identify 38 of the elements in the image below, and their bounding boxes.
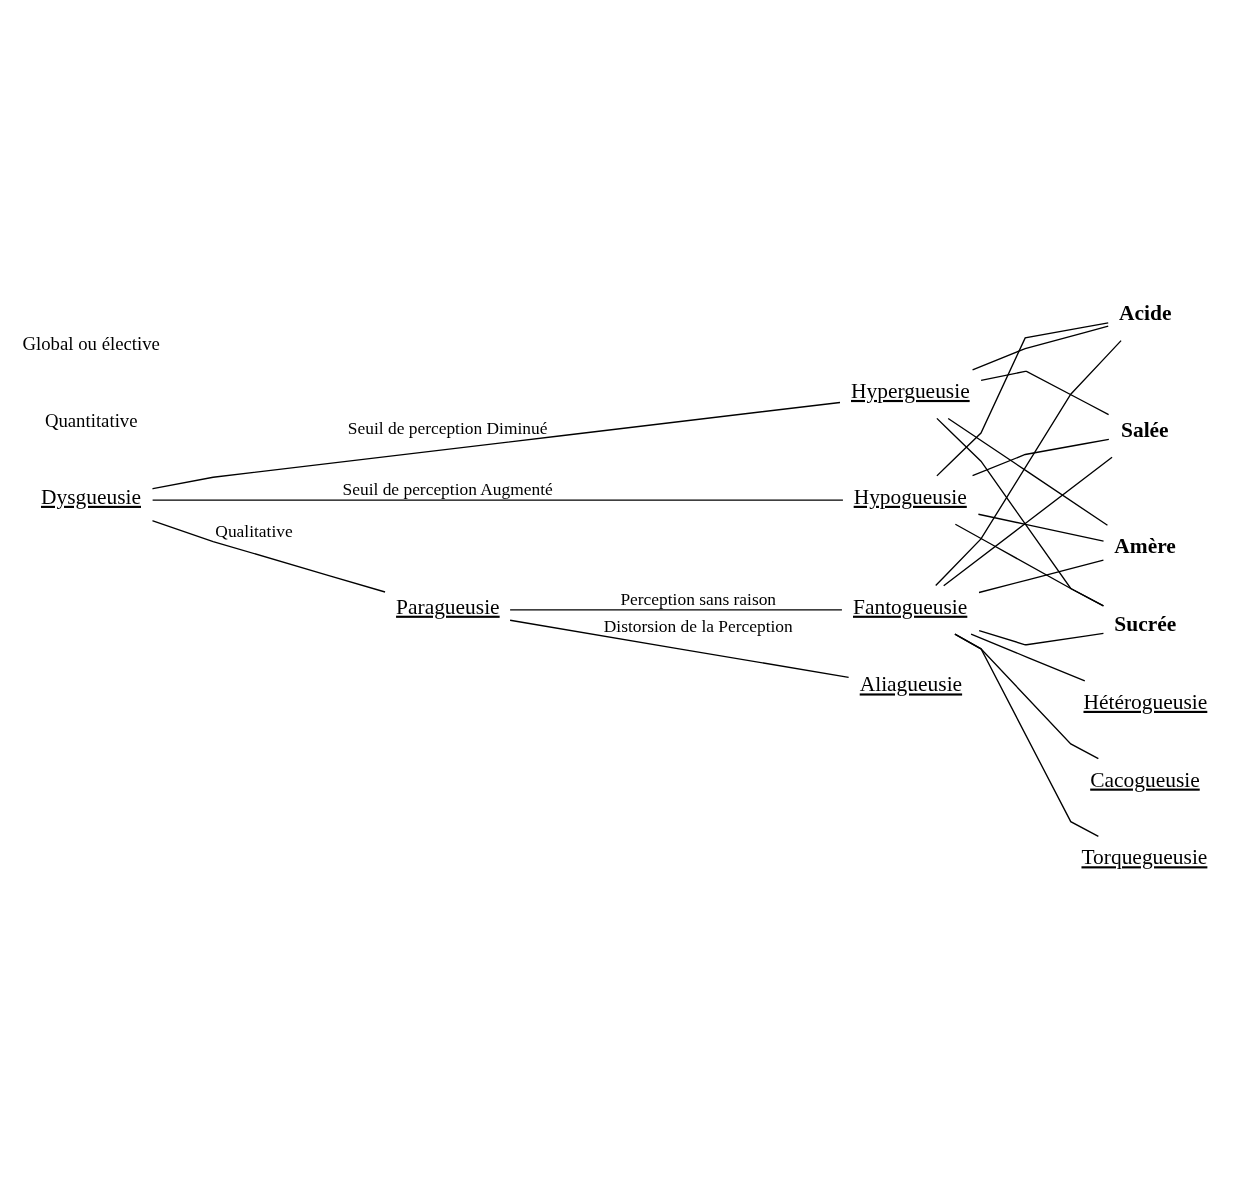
node-text: Torquegueusie: [1081, 845, 1208, 870]
connector: [936, 417, 1105, 607]
connector: [509, 609, 843, 611]
node-text: Hypergueusie: [851, 378, 970, 403]
connector: [947, 417, 1109, 526]
connector: [977, 513, 1105, 542]
edge-label: Perception sans raison: [620, 589, 777, 610]
edge-label: Seuil de perception Augmenté: [342, 479, 553, 500]
edge-label: Qualitative: [215, 520, 293, 541]
node-text: Fantogueusie: [853, 594, 968, 619]
connector: [151, 401, 841, 490]
connector: [935, 339, 1122, 587]
label: Quantitative: [44, 410, 138, 432]
edge-label: Seuil de perception Diminué: [347, 417, 548, 438]
connector: [151, 499, 844, 501]
node-text: Hypogueusie: [853, 484, 967, 509]
connector: [954, 633, 1100, 837]
connector: [971, 325, 1109, 371]
node-text: Aliagueusie: [859, 672, 963, 697]
connector: [970, 633, 1086, 682]
node-text: Salée: [1121, 417, 1169, 442]
node-text: Cacogueusie: [1090, 767, 1200, 792]
node-text: Amère: [1114, 534, 1176, 559]
edge-label: Distorsion de la Perception: [603, 615, 793, 636]
connector: [943, 456, 1113, 587]
connector: [978, 559, 1105, 594]
connector: [509, 619, 850, 679]
node-text: Dysgueusie: [40, 484, 141, 509]
connector: [980, 370, 1110, 416]
node-text: Acide: [1119, 301, 1172, 326]
node-text: Paragueusie: [396, 594, 500, 619]
connector: [151, 520, 386, 593]
connector: [971, 438, 1110, 477]
node-text: Sucrée: [1114, 612, 1177, 637]
connector: [936, 322, 1109, 477]
connector: [978, 629, 1105, 646]
node-text: Hétérogueusie: [1083, 689, 1208, 714]
label: Global ou élective: [22, 332, 160, 354]
